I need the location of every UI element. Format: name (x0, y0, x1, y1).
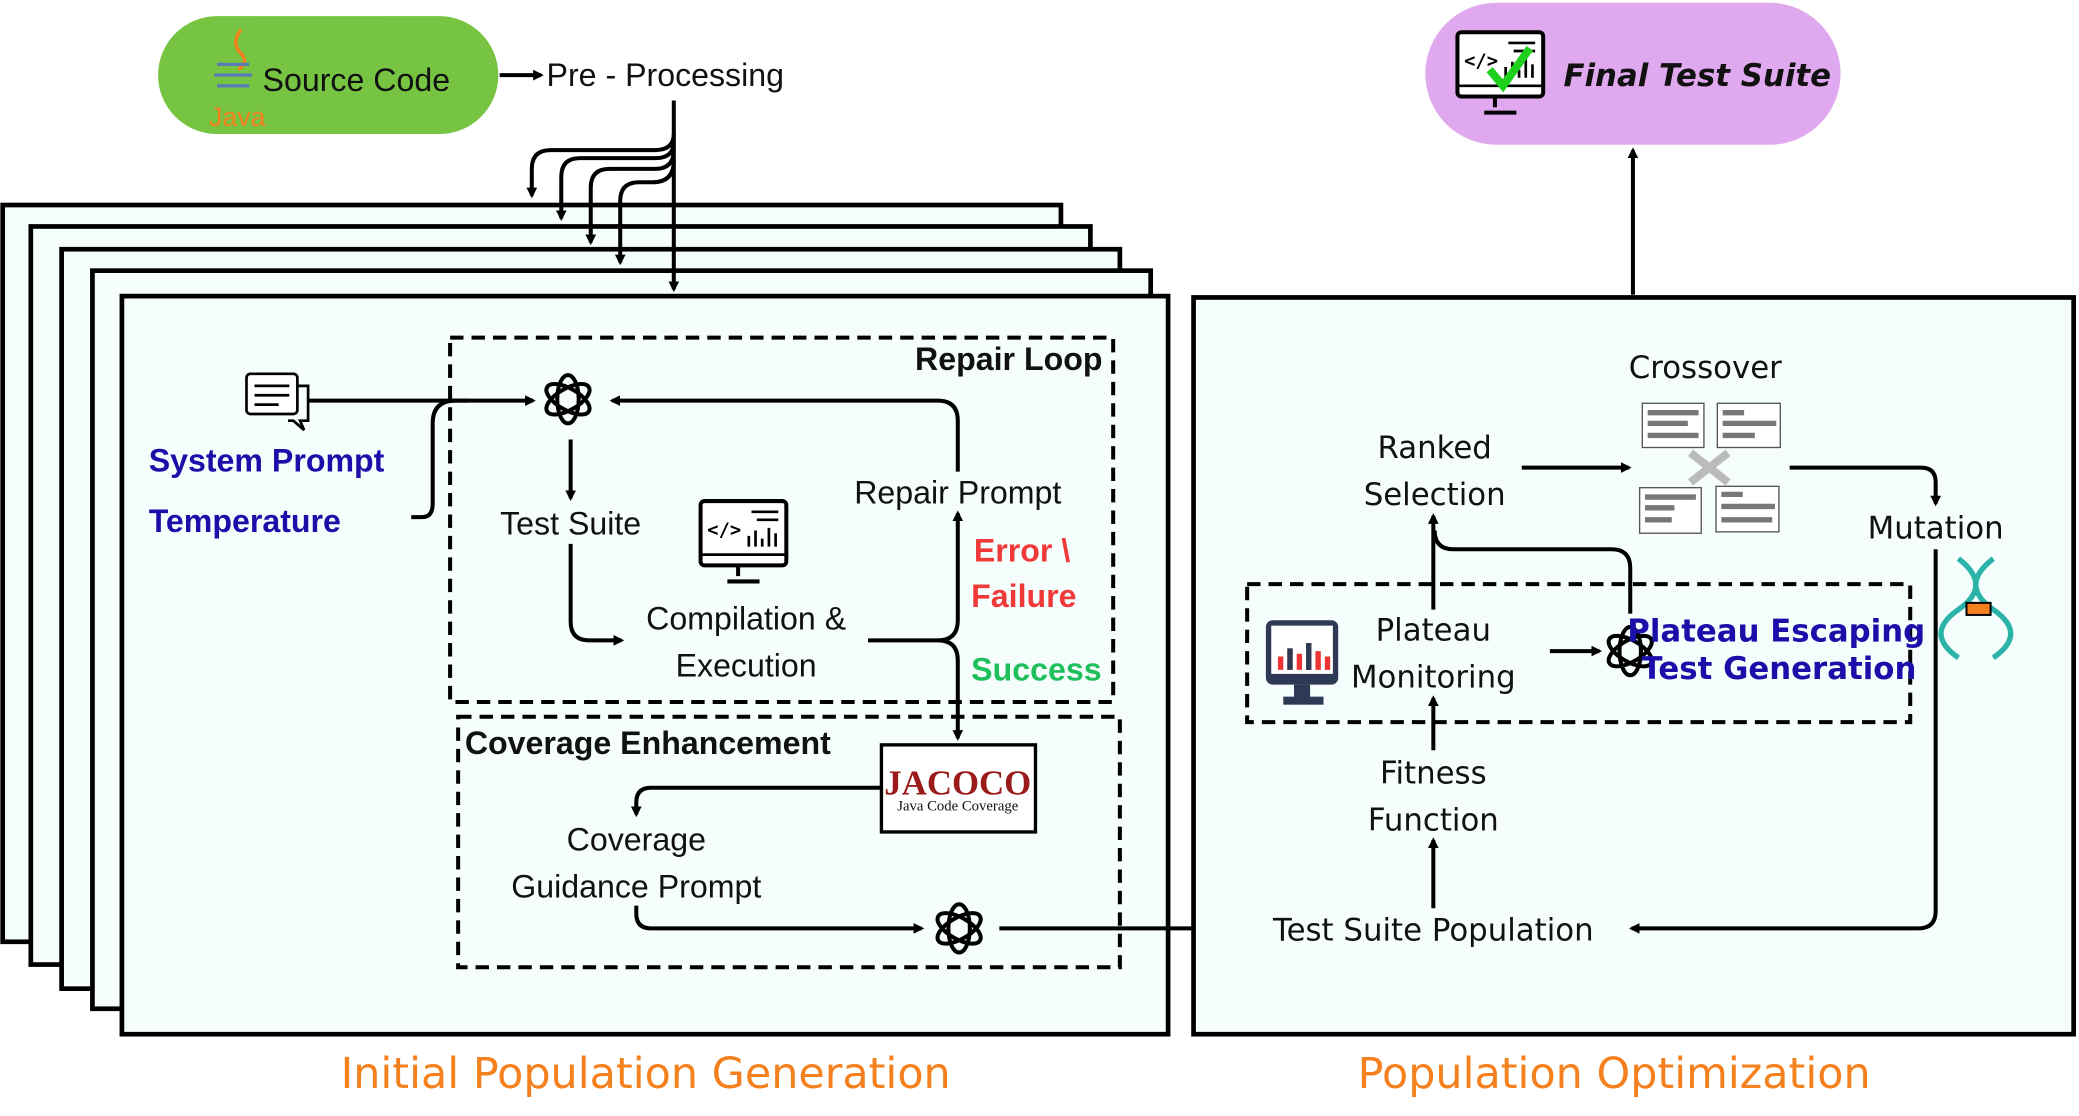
pre-processing-arrows (526, 100, 680, 293)
coverage-enhancement-box (456, 714, 1122, 970)
jacoco-logo: JACOCO Java Code Coverage (879, 743, 1038, 834)
success-label: Success (971, 652, 1101, 688)
java-logo-icon: Java (209, 28, 266, 132)
checkmark-icon (1486, 45, 1534, 93)
plateau-label-2: Monitoring (1351, 659, 1516, 695)
svg-text:JACOCO: JACOCO (884, 763, 1031, 802)
population-optimization-caption: Population Optimization (1358, 1049, 1871, 1099)
ranked-label-2: Selection (1364, 477, 1506, 513)
coverage-label-1: Coverage (567, 822, 706, 858)
plateau-escaping-label-1: Plateau Escaping (1627, 614, 1925, 650)
source-code-label: Source Code (263, 62, 451, 98)
coverage-label-2: Guidance Prompt (511, 869, 761, 905)
svg-text:Java Code Coverage: Java Code Coverage (897, 799, 1018, 815)
system-prompt-label: System Prompt (149, 443, 385, 479)
error-label: Error \ (974, 532, 1070, 568)
pre-processing-label: Pre - Processing (547, 57, 784, 93)
failure-label: Failure (971, 578, 1076, 614)
compilation-label-1: Compilation & (646, 601, 846, 637)
coverage-enhancement-label: Coverage Enhancement (465, 725, 831, 761)
plateau-box (1245, 582, 1913, 725)
final-test-suite-node: Final Test Suite (1425, 2, 1841, 145)
initial-population-frame (119, 293, 1171, 1037)
svg-text:Java: Java (209, 102, 266, 132)
svg-text:Final Test Suite: Final Test Suite (1563, 58, 1831, 94)
repair-prompt-label: Repair Prompt (854, 475, 1061, 511)
dna-icon (1938, 556, 2014, 660)
mutation-label: Mutation (1868, 511, 2004, 547)
crossover-label: Crossover (1629, 350, 1782, 386)
crossover-icon (1638, 402, 1781, 534)
source-code-node: Java Source Code (158, 16, 499, 135)
plateau-monitor-icon (1265, 620, 1339, 705)
temperature-label: Temperature (149, 503, 341, 539)
test-suite-label: Test Suite (500, 506, 641, 542)
initial-population-caption: Initial Population Generation (341, 1049, 951, 1099)
fitness-label-1: Fitness (1380, 756, 1487, 792)
repair-loop-box (448, 335, 1116, 705)
plateau-label-1: Plateau (1376, 612, 1491, 648)
plateau-escaping-label-2: Test Generation (1641, 651, 1916, 687)
ranked-label-1: Ranked (1377, 430, 1491, 466)
repair-loop-label: Repair Loop (915, 341, 1102, 377)
chat-icon (245, 372, 310, 432)
compilation-label-2: Execution (676, 648, 817, 684)
fitness-label-2: Function (1368, 803, 1499, 839)
test-suite-population-label: Test Suite Population (1272, 912, 1594, 948)
